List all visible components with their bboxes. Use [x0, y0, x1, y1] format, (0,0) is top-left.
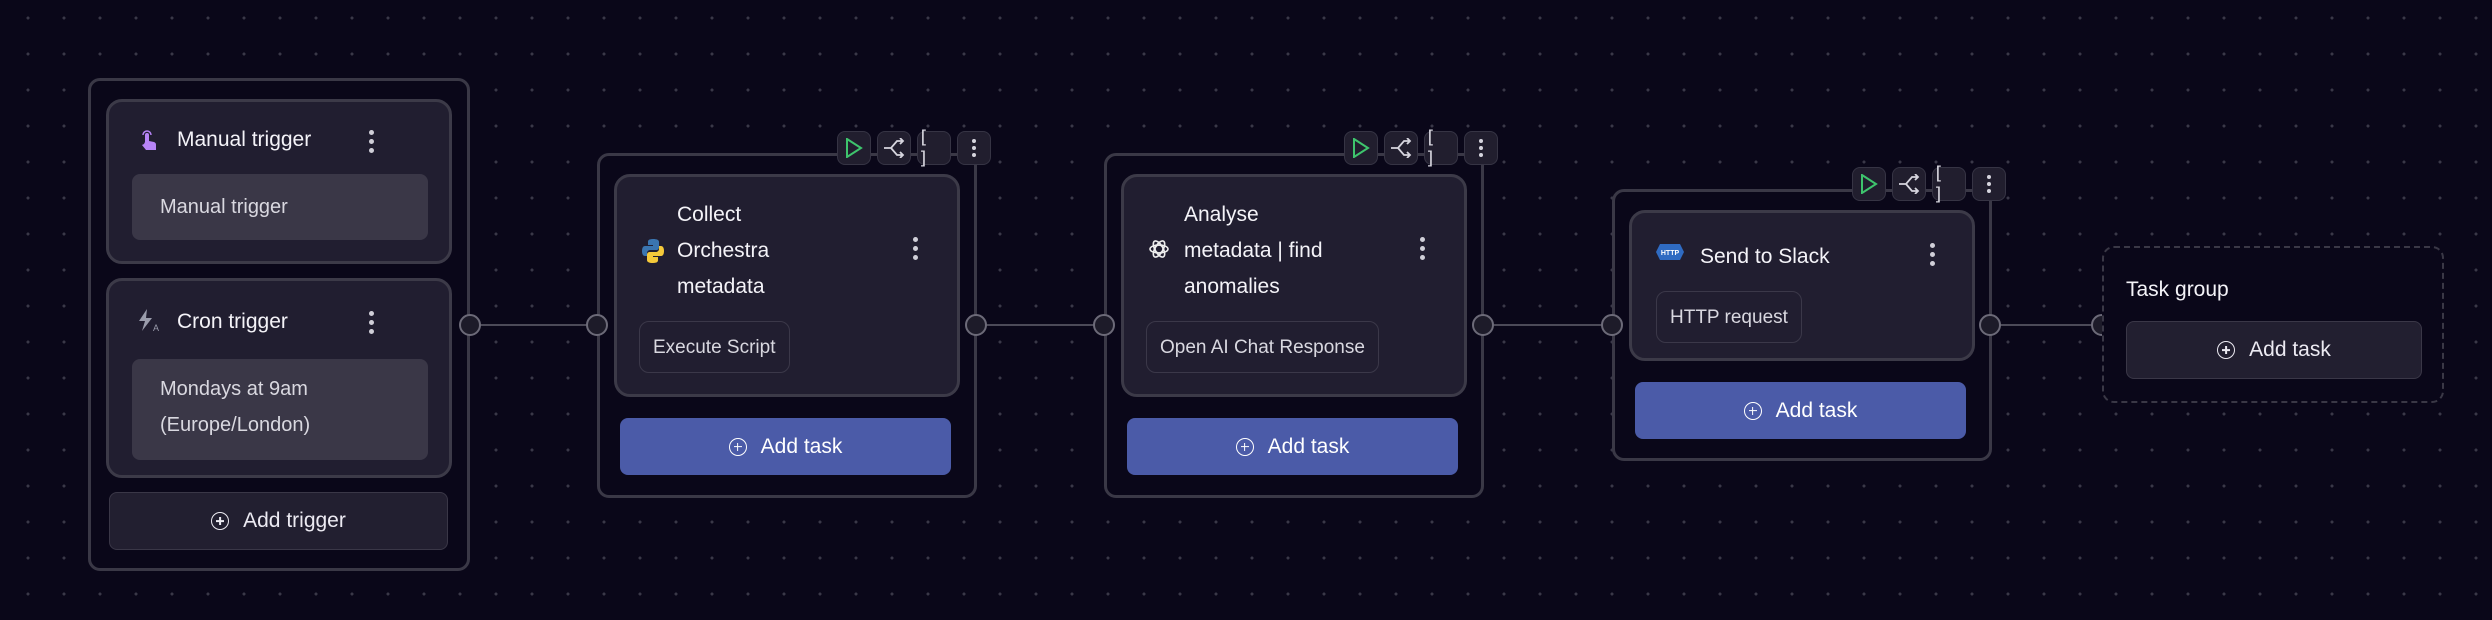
add-task-button[interactable]: Add task: [1635, 382, 1966, 439]
plus-circle-icon: [1743, 401, 1762, 420]
svg-text:A: A: [153, 323, 159, 333]
cron-line: Mondays at 9am: [160, 378, 308, 400]
plus-circle-icon: [728, 437, 747, 456]
branch-icon: [1898, 174, 1920, 194]
integration-badge: Execute Script: [639, 321, 790, 373]
task-title-line: metadata | find: [1184, 239, 1323, 262]
run-button[interactable]: [1344, 131, 1378, 165]
add-trigger-label: Add trigger: [243, 509, 346, 532]
brackets-button[interactable]: [ ]: [1424, 127, 1458, 169]
trigger-title: Cron trigger: [177, 310, 288, 333]
task-title-line: Send to Slack: [1700, 245, 1830, 268]
output-handle[interactable]: [459, 314, 481, 336]
branch-icon: [1390, 138, 1412, 158]
http-icon: HTTP: [1656, 244, 1684, 265]
connection-edge: [1990, 324, 2102, 326]
trigger-description-text: Manual trigger: [160, 196, 288, 218]
connection-edge: [470, 324, 597, 326]
plus-circle-icon: [1235, 437, 1254, 456]
integration-badge: HTTP request: [1656, 291, 1802, 343]
brackets-icon: [ ]: [918, 127, 929, 169]
more-options-icon[interactable]: [1928, 239, 1936, 270]
empty-task-group: Task group Add task: [2102, 246, 2444, 403]
task-title-line: Collect: [677, 203, 742, 226]
trigger-description: Mondays at 9am (Europe/London): [132, 359, 428, 460]
add-task-label: Add task: [1775, 398, 1858, 422]
task-title-line: anomalies: [1184, 275, 1280, 298]
branch-button[interactable]: [1384, 131, 1418, 165]
add-task-label: Add task: [2249, 338, 2331, 361]
manual-trigger-card[interactable]: Manual trigger Manual trigger: [106, 99, 452, 264]
brackets-button[interactable]: [ ]: [917, 127, 951, 169]
add-task-label: Add task: [760, 434, 843, 458]
run-icon: [845, 138, 863, 158]
openai-icon: [1148, 238, 1170, 265]
python-icon: [641, 238, 665, 269]
input-handle[interactable]: [1093, 314, 1115, 336]
more-options-icon[interactable]: [1418, 233, 1426, 264]
input-handle[interactable]: [1601, 314, 1623, 336]
brackets-icon: [ ]: [1425, 127, 1436, 169]
output-handle[interactable]: [1979, 314, 2001, 336]
more-options-button[interactable]: [1972, 167, 2006, 201]
hand-pointer-icon: [142, 130, 157, 150]
output-handle[interactable]: [965, 314, 987, 336]
more-options-icon[interactable]: [367, 307, 375, 338]
cron-bolt-icon: A: [139, 309, 159, 333]
add-task-button[interactable]: Add task: [2126, 321, 2422, 379]
connection-edge: [976, 324, 1104, 326]
svg-text:HTTP: HTTP: [1661, 250, 1680, 257]
trigger-description: Manual trigger: [132, 174, 428, 240]
task-title: Send to Slack: [1700, 239, 1830, 275]
add-task-button[interactable]: Add task: [1127, 418, 1458, 475]
task-group-title: Task group: [2126, 278, 2229, 301]
task-title-line: Analyse: [1184, 203, 1259, 226]
add-task-label: Add task: [1267, 434, 1350, 458]
task-title-line: Orchestra: [677, 239, 770, 262]
more-options-icon: [1987, 175, 1991, 193]
plus-circle-icon: [211, 512, 230, 530]
trigger-title: Manual trigger: [177, 128, 312, 151]
more-options-icon: [972, 139, 976, 157]
brackets-icon: [ ]: [1933, 163, 1944, 205]
branch-icon: [883, 138, 905, 158]
integration-badge: Open AI Chat Response: [1146, 321, 1379, 373]
run-button[interactable]: [837, 131, 871, 165]
more-options-icon: [1479, 139, 1483, 157]
add-trigger-button[interactable]: Add trigger: [109, 492, 448, 550]
task-title-line: metadata: [677, 275, 765, 298]
output-handle[interactable]: [1472, 314, 1494, 336]
more-options-button[interactable]: [1464, 131, 1498, 165]
cron-line: (Europe/London): [160, 414, 311, 436]
run-icon: [1352, 138, 1370, 158]
brackets-button[interactable]: [ ]: [1932, 163, 1966, 205]
connection-edge: [1483, 324, 1612, 326]
run-button[interactable]: [1852, 167, 1886, 201]
run-icon: [1860, 174, 1878, 194]
more-options-icon[interactable]: [911, 233, 919, 264]
plus-circle-icon: [2217, 341, 2236, 359]
branch-button[interactable]: [877, 131, 911, 165]
task-title: Analyse metadata | find anomalies: [1184, 197, 1323, 305]
branch-button[interactable]: [1892, 167, 1926, 201]
add-task-button[interactable]: Add task: [620, 418, 951, 475]
more-options-button[interactable]: [957, 131, 991, 165]
more-options-icon[interactable]: [367, 126, 375, 157]
input-handle[interactable]: [586, 314, 608, 336]
cron-trigger-card[interactable]: A Cron trigger Mondays at 9am (Europe/Lo…: [106, 278, 452, 478]
